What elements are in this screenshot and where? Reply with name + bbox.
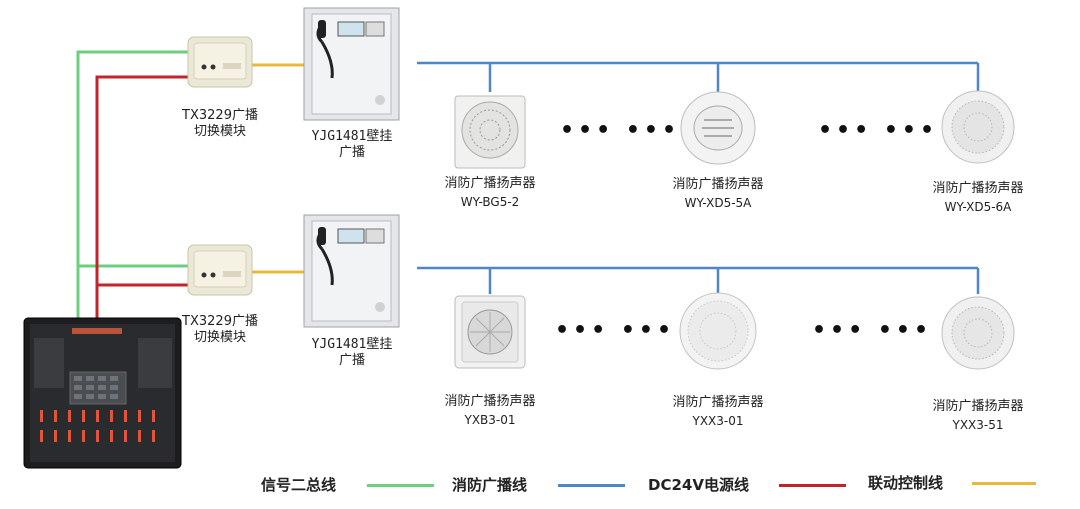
signal-bus-wire <box>76 50 192 330</box>
legend-linkage-swatch <box>972 482 1036 485</box>
speaker-2-model: WY-XD5-5A <box>684 196 752 210</box>
ellipsis-row2-b: ••• ••• <box>812 318 933 343</box>
cabinet-2-label-line1: YJG1481壁挂 <box>311 337 393 352</box>
speaker-box <box>454 295 526 369</box>
speaker-6-model: YXX3-51 <box>952 418 1004 432</box>
cabinet-2-label-line2: 广播 <box>338 353 365 368</box>
legend-signal-label: 信号二总线 <box>261 476 337 494</box>
legend-broadcast-swatch <box>558 484 625 487</box>
speaker-5-model: YXX3-01 <box>692 414 744 428</box>
speaker-6-name: 消防广播扬声器 <box>932 399 1024 414</box>
speaker-ceiling-dots-1 <box>941 90 1015 164</box>
cabinet-1-label: YJG1481壁挂 广播 <box>296 129 408 161</box>
speaker-3-label: 消防广播扬声器 WY-XD5-6A <box>918 181 1038 215</box>
module-2-label-line2: 切换模块 <box>193 330 246 345</box>
cabinet-1-label-line2: 广播 <box>338 145 365 160</box>
module-2-label: TX3229广播 切换模块 <box>168 314 272 346</box>
speaker-4-label: 消防广播扬声器 YXB3-01 <box>430 394 550 428</box>
legend-power-swatch <box>779 484 846 487</box>
speaker-2-name: 消防广播扬声器 <box>672 177 764 192</box>
power-wire <box>95 75 192 330</box>
speaker-ceiling-louver <box>680 91 756 165</box>
speaker-4-model: YXB3-01 <box>464 413 516 427</box>
speaker-4-name: 消防广播扬声器 <box>444 394 536 409</box>
speaker-round-grille <box>679 292 757 370</box>
legend-signal-swatch <box>367 484 434 487</box>
broadcast-wire-2 <box>417 266 980 294</box>
wall-cabinet-2 <box>303 214 400 328</box>
legend-linkage-label: 联动控制线 <box>868 474 944 492</box>
speaker-2-label: 消防广播扬声器 WY-XD5-5A <box>658 177 778 211</box>
broadcast-wire-1 <box>417 61 980 92</box>
speaker-3-name: 消防广播扬声器 <box>932 181 1024 196</box>
speaker-6-label: 消防广播扬声器 YXX3-51 <box>918 399 1038 433</box>
switch-module-1 <box>187 36 253 88</box>
speaker-3-model: WY-XD5-6A <box>944 200 1012 214</box>
ellipsis-row1-a: ••• ••• <box>560 118 681 143</box>
speaker-ceiling-dots-2 <box>941 296 1015 370</box>
speaker-5-name: 消防广播扬声器 <box>672 395 764 410</box>
cabinet-2-label: YJG1481壁挂 广播 <box>296 337 408 369</box>
ellipsis-row2-a: ••• ••• <box>555 318 676 343</box>
fire-alarm-controller <box>23 317 182 469</box>
legend-power-label: DC24V电源线 <box>648 476 749 494</box>
speaker-square-wall <box>454 95 526 169</box>
wall-cabinet-1 <box>303 7 400 121</box>
speaker-1-name: 消防广播扬声器 <box>444 176 536 191</box>
legend-broadcast-label: 消防广播线 <box>452 476 528 494</box>
module-2-label-line1: TX3229广播 <box>182 314 258 329</box>
module-1-label-line1: TX3229广播 <box>182 108 258 123</box>
speaker-1-label: 消防广播扬声器 WY-BG5-2 <box>430 176 550 210</box>
switch-module-2 <box>187 244 253 296</box>
cabinet-1-label-line1: YJG1481壁挂 <box>311 129 393 144</box>
ellipsis-row1-b: ••• ••• <box>818 118 939 143</box>
module-1-label: TX3229广播 切换模块 <box>168 108 272 140</box>
speaker-1-model: WY-BG5-2 <box>460 195 520 209</box>
module-1-label-line2: 切换模块 <box>193 124 246 139</box>
speaker-5-label: 消防广播扬声器 YXX3-01 <box>658 395 778 429</box>
